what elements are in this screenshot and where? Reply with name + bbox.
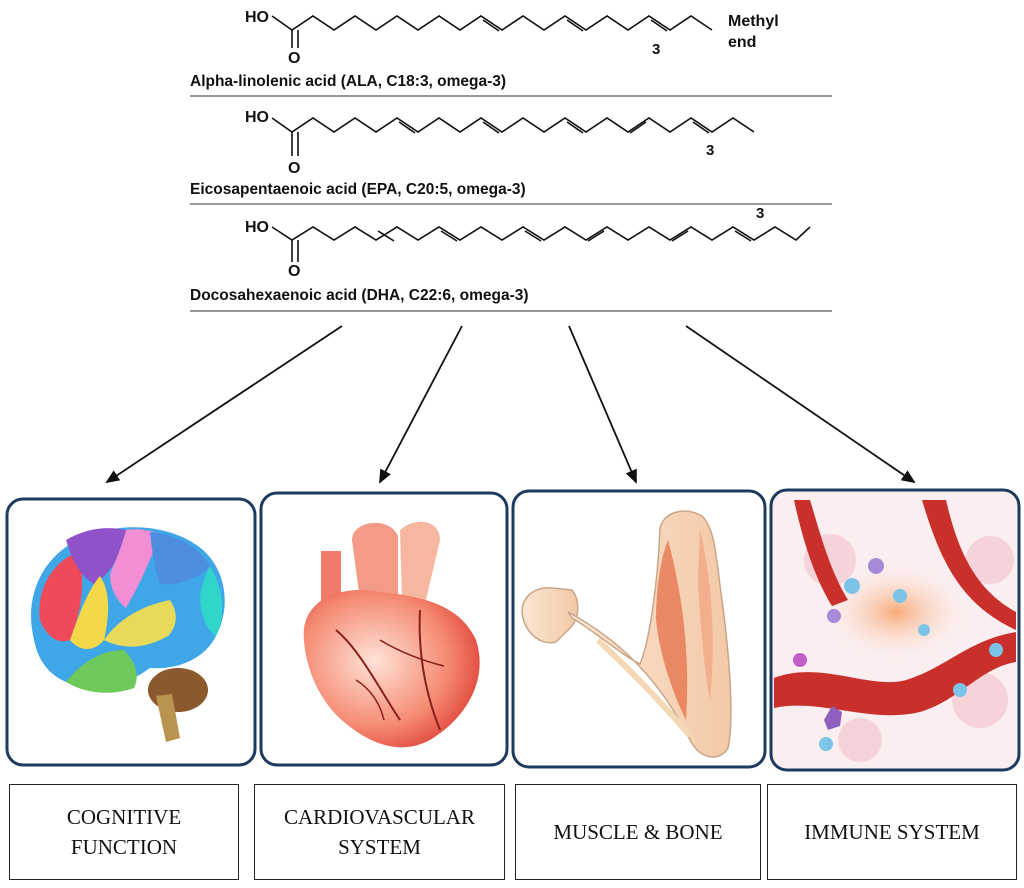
caption-cardiovascular-system: CARDIOVASCULAR SYSTEM	[254, 784, 505, 880]
carbonyl-oxygen-label: O	[288, 263, 300, 280]
caption-immune-system: IMMUNE SYSTEM	[767, 784, 1017, 880]
chain-line	[271, 15, 713, 31]
molecule-name: Alpha-linolenic acid (ALA, C18:3, omega-…	[190, 73, 506, 90]
molecule-name: Docosahexaenoic acid (DHA, C22:6, omega-…	[190, 287, 529, 304]
brain-illustration	[31, 527, 225, 742]
panel-arm	[511, 489, 767, 769]
methyl-end-label: Methyl	[728, 13, 779, 30]
panel-heart	[259, 491, 509, 767]
methyl-end-label-2: end	[728, 34, 756, 51]
arrow-to-muscle-bone	[568, 325, 637, 484]
blood-vessel-illustration	[774, 500, 1016, 762]
arrow-to-immune	[685, 325, 916, 484]
arm-illustration	[521, 510, 732, 758]
omega-position-label: 3	[706, 142, 714, 159]
hydroxyl-label: HO	[245, 219, 269, 236]
carbonyl-oxygen-label: O	[288, 160, 300, 177]
panel-immune	[769, 488, 1021, 772]
carbonyl-oxygen-label: O	[288, 50, 300, 67]
hydroxyl-label: HO	[245, 109, 269, 126]
arrow-to-cognitive	[105, 325, 343, 484]
molecule-dha: HO O 3 Docosahexaenoic acid (DHA, C22:6,…	[190, 205, 832, 312]
panel-brain	[5, 497, 257, 767]
caption-muscle-bone: MUSCLE & BONE	[515, 784, 761, 880]
chain-line	[271, 117, 755, 133]
molecule-ala: HO O 3 Methyl end Alpha-linolenic acid (…	[190, 9, 832, 97]
molecule-name: Eicosapentaenoic acid (EPA, C20:5, omega…	[190, 181, 526, 198]
omega-position-label: 3	[756, 205, 764, 222]
arrows	[105, 325, 916, 484]
hydroxyl-label: HO	[245, 9, 269, 26]
molecule-epa: HO O 3 Eicosapentaenoic acid (EPA, C20:5…	[190, 109, 832, 205]
caption-cognitive-function: COGNITIVE FUNCTION	[9, 784, 239, 880]
arrow-to-cardiovascular	[379, 325, 463, 484]
heart-illustration	[303, 521, 480, 748]
chain-line	[271, 226, 811, 242]
omega-position-label: 3	[652, 41, 660, 58]
